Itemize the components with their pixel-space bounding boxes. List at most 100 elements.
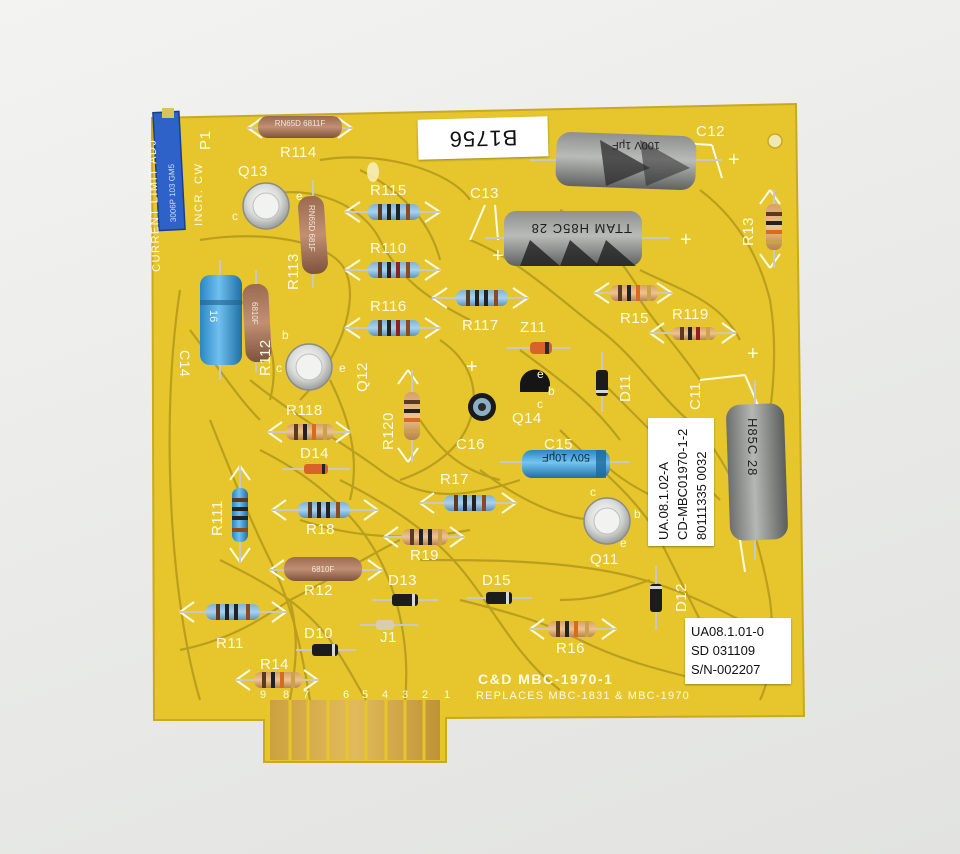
silk-r12: R12 <box>304 582 334 599</box>
silk-pin-7: 7 <box>303 689 311 701</box>
silk-p1: P1 <box>197 130 214 150</box>
edge-connector <box>270 700 440 760</box>
diode-d13 <box>372 594 438 606</box>
silk-pin-e-q11: e <box>620 536 628 550</box>
resistor-r15 <box>594 285 672 301</box>
capacitor-c13: TTAM H85C 28 <box>485 211 670 266</box>
resistor-r110 <box>345 262 440 278</box>
diode-d12 <box>650 566 662 630</box>
r12-marking: 6810F <box>312 565 335 574</box>
silk-d15: D15 <box>482 572 512 589</box>
diode-z11 <box>506 342 570 354</box>
silk-pin-6: 6 <box>343 689 351 701</box>
resistor-r119 <box>650 327 736 340</box>
diode-d11 <box>596 352 608 412</box>
r112-marking: 6810F <box>250 302 259 325</box>
r114-marking: RN65D 6811F <box>275 119 326 128</box>
silk-r16: R16 <box>556 640 586 657</box>
capacitor-c14: 16 <box>200 260 242 380</box>
silk-r15: R15 <box>620 310 650 327</box>
sticker-ua02-line-1: UA.08.1.02-A <box>656 461 671 540</box>
sticker-b1756-text: B1756 <box>448 125 518 152</box>
silk-q12: Q12 <box>354 362 371 392</box>
silk-pin-b-q11: b <box>634 507 642 521</box>
silk-pin-e-q13: e <box>296 189 304 203</box>
silk-plus-c13a: + <box>492 245 505 267</box>
board-model: C&D MBC-1970-1 <box>478 671 614 687</box>
resistor-r11 <box>180 604 286 620</box>
resistor-r112: 6810F <box>242 270 272 372</box>
silk-r113: R113 <box>285 253 302 290</box>
silk-d12: D12 <box>673 582 690 612</box>
transistor-q12 <box>285 343 333 391</box>
silk-plus-c13b: + <box>680 229 693 251</box>
board-replaces: REPLACES MBC-1831 & MBC-1970 <box>476 690 690 702</box>
silk-j1: J1 <box>380 629 397 646</box>
diode-d14 <box>282 464 350 474</box>
silk-d14: D14 <box>300 445 330 462</box>
silk-plus-c16: + <box>466 356 479 378</box>
silk-q14: Q14 <box>512 410 542 427</box>
transistor-q13 <box>242 182 290 230</box>
capacitor-c12: 100V 1μF <box>530 132 722 190</box>
c12-marking: 100V 1μF <box>612 139 660 151</box>
sticker-ua01-line-1: UA08.1.01-0 <box>691 624 764 639</box>
mounting-hole <box>767 133 783 149</box>
c11-marking: H85C 28 <box>745 418 760 476</box>
silk-r117: R117 <box>462 317 499 334</box>
sticker-ua02-line-3: 80111335 0032 <box>694 451 709 540</box>
resistor-r16 <box>530 621 616 637</box>
silk-pin-b-q12: b <box>282 328 290 342</box>
sticker-ua01-line-3: S/N-002207 <box>691 662 761 677</box>
silk-r114: R114 <box>280 144 317 161</box>
resistor-r111 <box>232 466 248 562</box>
resistor-r115 <box>345 204 440 220</box>
silk-r112: R112 <box>257 339 274 376</box>
silk-pin-4: 4 <box>382 689 390 701</box>
silk-c14: C14 <box>177 350 193 378</box>
silk-c15: C15 <box>544 436 574 453</box>
sticker-ua02-line-2: CD-MBC01970-1-2 <box>675 428 690 540</box>
sticker-ua-08-1-02: UA.08.1.02-A CD-MBC01970-1-2 80111335 00… <box>648 418 714 546</box>
silk-pin-8: 8 <box>283 689 291 701</box>
silk-c11: C11 <box>687 382 704 410</box>
silk-d11: D11 <box>617 374 634 402</box>
silk-pin-e-q14: e <box>537 367 545 381</box>
sticker-ua01-line-2: SD 031109 <box>691 643 756 658</box>
silk-r111: R111 <box>209 500 226 536</box>
transistor-q11 <box>583 497 631 545</box>
capacitor-c15: 50V 10μF <box>500 450 630 478</box>
silk-pin-b-q14: b <box>548 384 556 398</box>
silk-pin-e-q12: e <box>339 361 347 375</box>
trim-pot-p1: 3006P 103 GM5 <box>152 108 186 232</box>
c15-marking: 50V 10μF <box>542 451 590 463</box>
silk-pin-c-q12: c <box>276 361 283 375</box>
silk-d13: D13 <box>388 572 418 589</box>
diode-d10 <box>296 644 356 656</box>
silk-plus-c12: + <box>728 149 741 171</box>
silk-q11: Q11 <box>590 551 619 568</box>
silk-r14: R14 <box>260 656 290 673</box>
silk-r17: R17 <box>440 471 470 488</box>
silk-c16: C16 <box>456 436 486 453</box>
resistor-r116 <box>345 320 440 336</box>
silk-r118: R118 <box>286 402 323 419</box>
transistor-q14 <box>520 369 550 392</box>
silk-r120: R120 <box>380 412 397 450</box>
resistor-r19 <box>384 529 464 545</box>
sticker-b1756: B1756 <box>417 116 549 160</box>
c14-marking: 16 <box>207 310 219 322</box>
capacitor-c11: H85C 28 <box>726 380 788 560</box>
silk-pin-c-q14: c <box>537 397 544 411</box>
resistor-r18 <box>272 502 378 518</box>
silk-r19: R19 <box>410 547 440 564</box>
silk-r110: R110 <box>370 240 407 257</box>
jumper-j1 <box>360 620 418 630</box>
p1-marking: 3006P 103 GM5 <box>167 163 178 222</box>
sticker-ua08-1-01: UA08.1.01-0 SD 031109 S/N-002207 <box>685 618 791 684</box>
silk-z11: Z11 <box>520 319 547 336</box>
silk-d10: D10 <box>304 625 334 642</box>
silk-pin-c-q13: c <box>232 209 239 223</box>
silk-pin-1: 1 <box>444 689 452 701</box>
